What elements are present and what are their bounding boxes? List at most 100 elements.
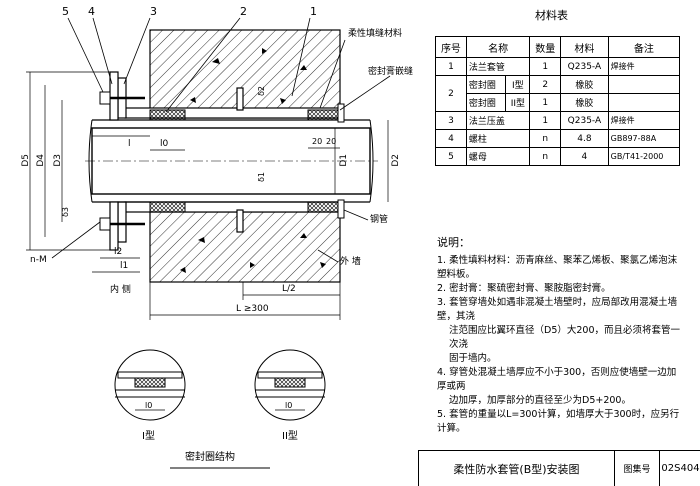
cell-note: GB/T41-2000 xyxy=(607,147,681,166)
dim-20-a: 20 xyxy=(312,137,323,146)
dim-D3: D3 xyxy=(53,154,63,167)
table-row: 5 螺母 n 4 GB/T41-2000 xyxy=(435,147,681,166)
cell-qty: n xyxy=(529,147,562,166)
leader-number-3: 3 xyxy=(150,5,157,18)
note-item: 2. 密封膏：聚硫密封膏、聚胺脂密封膏。 xyxy=(437,283,611,294)
cell-no: 1 xyxy=(435,57,467,76)
inner-side-label: 内 侧 xyxy=(110,285,131,295)
right-end-plate-top xyxy=(337,103,345,123)
atlas-code-label: 图集号 xyxy=(615,451,660,486)
leader-number-2: 2 xyxy=(240,5,247,18)
dim-D1: D1 xyxy=(339,154,349,167)
table-row: 密封圈 II型 1 橡胶 xyxy=(436,93,681,112)
dim-delta2: δ2 xyxy=(257,86,266,96)
detail-l0-type2: l0 xyxy=(285,401,293,410)
detail-type2-label: II型 xyxy=(282,431,298,442)
cell-qty: 1 xyxy=(529,111,562,130)
cell-qty: 1 xyxy=(529,57,562,76)
table-row: 4 螺柱 n 4.8 GB897-88A xyxy=(435,129,681,148)
dim-D5: D5 xyxy=(21,154,31,167)
dimension-lines xyxy=(26,71,389,320)
cell-type: II型 xyxy=(505,93,531,112)
dim-l2: l2 xyxy=(114,247,123,257)
dim-l1: l1 xyxy=(120,261,129,271)
leader-number-1: 1 xyxy=(310,5,317,18)
header-name: 名称 xyxy=(465,36,531,58)
note-item: 固于墙内。 xyxy=(449,353,497,364)
cell-material: 4 xyxy=(560,147,609,166)
flange-gland xyxy=(99,71,145,251)
material-table: 序号 名称 数量 材料 备注 1 法兰套管 1 Q235-A 焊接件 2 密封圈… xyxy=(435,36,681,166)
atlas-code-value: 02S404 xyxy=(661,463,700,474)
dim-half-L: L/2 xyxy=(282,284,296,294)
cell-no: 5 xyxy=(435,147,467,166)
cell-name: 螺柱 xyxy=(465,129,531,148)
table-row: 3 法兰压盖 1 Q235-A 焊接件 xyxy=(435,111,681,130)
note-item: 3. 套管穿墙处如遇非混凝土墙壁时，应局部改用混凝土墙壁，其浇 xyxy=(437,297,678,322)
header-material: 材料 xyxy=(560,36,609,58)
sealant-seam-label: 密封膏嵌缝 xyxy=(368,67,414,77)
dim-l: l xyxy=(128,139,131,149)
notes-title: 说明： xyxy=(437,236,470,249)
cell-note: 焊接件 xyxy=(607,111,681,130)
cell-material: 4.8 xyxy=(560,129,609,148)
seal-ring-caption: 密封圈结构 xyxy=(185,452,235,463)
cell-qty: 1 xyxy=(529,93,562,112)
cell-material: Q235-A xyxy=(560,57,609,76)
leader-number-5: 5 xyxy=(62,5,69,18)
cell-type: I型 xyxy=(505,75,531,94)
right-end-plate-bottom xyxy=(337,199,345,219)
leader-number-4: 4 xyxy=(88,5,95,18)
detail-type2 xyxy=(254,349,326,421)
dim-D2: D2 xyxy=(391,154,401,167)
dim-D4: D4 xyxy=(36,154,46,167)
header-no: 序号 xyxy=(435,36,467,58)
cell-material: Q235-A xyxy=(560,111,609,130)
cell-material: 橡胶 xyxy=(560,75,609,94)
header-note: 备注 xyxy=(607,36,681,58)
cell-qty: 2 xyxy=(529,75,562,94)
cell-note xyxy=(607,93,681,112)
detail-l0-type1: l0 xyxy=(145,401,153,410)
steel-pipe xyxy=(85,119,378,203)
cell-no: 4 xyxy=(435,129,467,148)
title-block: 柔性防水套管(B型)安装图 图集号 02S404 xyxy=(418,450,700,486)
table-header: 序号 名称 数量 材料 备注 xyxy=(435,36,681,58)
steel-pipe-label: 钢管 xyxy=(370,215,389,225)
bolt-spec-label: n-M xyxy=(30,255,47,265)
cell-no: 2 xyxy=(435,75,467,112)
seal-rings xyxy=(149,109,341,213)
leader-lines xyxy=(51,17,391,263)
material-table-title: 材料表 xyxy=(535,9,568,22)
cell-material: 橡胶 xyxy=(560,93,609,112)
cell-name: 密封圈 xyxy=(465,93,507,112)
table-row: 1 法兰套管 1 Q235-A 焊接件 xyxy=(435,57,681,76)
cell-name: 螺母 xyxy=(465,147,531,166)
header-qty: 数量 xyxy=(529,36,562,58)
cell-name: 密封圈 xyxy=(465,75,507,94)
note-item: 注范围应比翼环直径（D5）大200，而且必须将套管一次浇 xyxy=(449,325,680,350)
detail-type1-label: I型 xyxy=(142,431,155,442)
dim-delta1: δ1 xyxy=(257,172,266,182)
note-item: 4. 穿管处混凝土墙厚应不小于300，否则应使墙壁一边加厚或两 xyxy=(437,367,677,392)
dim-20-b: 20 xyxy=(326,137,337,146)
cell-qty: n xyxy=(529,129,562,148)
cell-name: 法兰套管 xyxy=(465,57,531,76)
dim-l0: l0 xyxy=(160,139,169,149)
wall xyxy=(149,29,341,283)
dim-L: L ≥300 xyxy=(236,304,269,314)
table-row: 2 密封圈 I型 2 橡胶 xyxy=(435,75,681,112)
dim-delta3: δ3 xyxy=(61,207,70,217)
note-item: 边加厚，加厚部分的直径至少为D5+200。 xyxy=(449,395,631,406)
outer-wall-label: 外 墙 xyxy=(340,257,361,267)
note-item: 1. 柔性填料材料：沥青麻丝、聚苯乙烯板、聚氯乙烯泡沫塑料板。 xyxy=(437,255,678,280)
note-item: 5. 套管的重量以L=300计算，如墙厚大于300时，应另行计算。 xyxy=(437,409,680,434)
notes-section: 说明： 1. 柔性填料材料：沥青麻丝、聚苯乙烯板、聚氯乙烯泡沫塑料板。 2. 密… xyxy=(437,236,682,436)
cell-no: 3 xyxy=(435,111,467,130)
fill-material-label: 柔性填缝材料 xyxy=(348,29,403,39)
detail-type1 xyxy=(114,349,186,421)
cell-name: 法兰压盖 xyxy=(465,111,531,130)
cell-note: GB897-88A xyxy=(607,129,681,148)
drawing-title: 柔性防水套管(B型)安装图 xyxy=(419,451,615,486)
